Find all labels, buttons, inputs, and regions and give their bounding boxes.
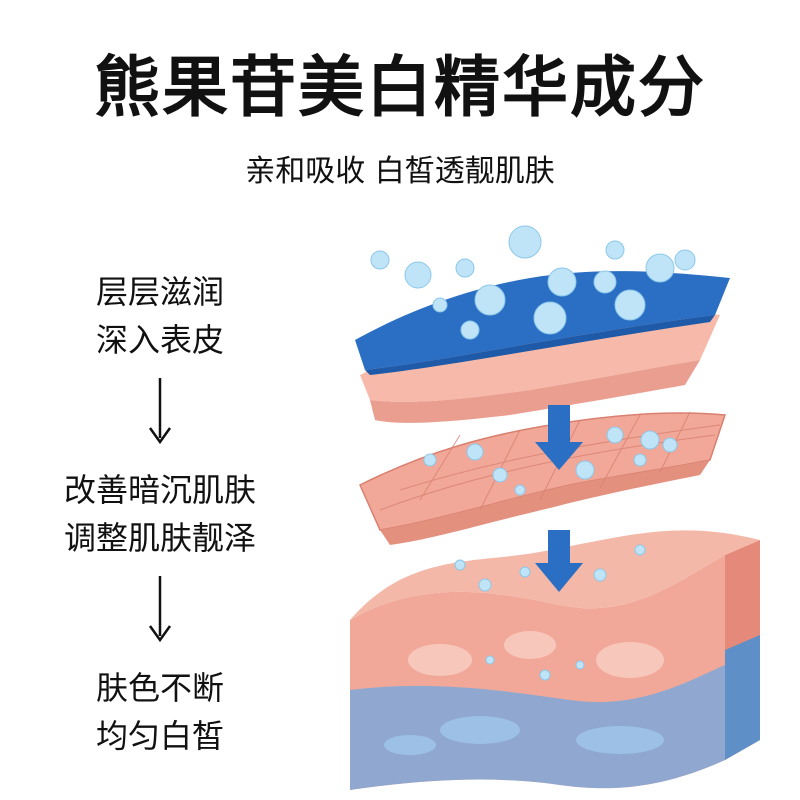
serum-layer bbox=[355, 271, 730, 423]
step-1: 层层滋润 深入表皮 bbox=[40, 268, 280, 364]
step-1-line2: 深入表皮 bbox=[95, 321, 224, 359]
steps-column: 层层滋润 深入表皮 改善暗沉肌肤 调整肌肤靓泽 肤色不断 均匀白皙 bbox=[40, 268, 280, 760]
step-2-line2: 调整肌肤靓泽 bbox=[63, 519, 256, 557]
skin-layers-illustration bbox=[350, 225, 760, 790]
arrow-down-icon bbox=[148, 378, 172, 445]
step-3: 肤色不断 均匀白皙 bbox=[40, 664, 280, 760]
step-2-line1: 改善暗沉肌肤 bbox=[63, 471, 256, 509]
page-title: 熊果苷美白精华成分 bbox=[94, 49, 706, 126]
page-subtitle: 亲和吸收 白皙透靓肌肤 bbox=[245, 154, 555, 189]
step-2: 改善暗沉肌肤 调整肌肤靓泽 bbox=[40, 466, 280, 562]
bubbles bbox=[370, 225, 696, 681]
step-3-line1: 肤色不断 bbox=[95, 669, 224, 707]
step-1-line1: 层层滋润 bbox=[95, 273, 224, 311]
step-3-line2: 均匀白皙 bbox=[95, 717, 224, 755]
absorb-arrow-icon bbox=[535, 405, 583, 592]
arrow-down-icon bbox=[148, 576, 172, 643]
epidermis-layer bbox=[359, 411, 727, 545]
